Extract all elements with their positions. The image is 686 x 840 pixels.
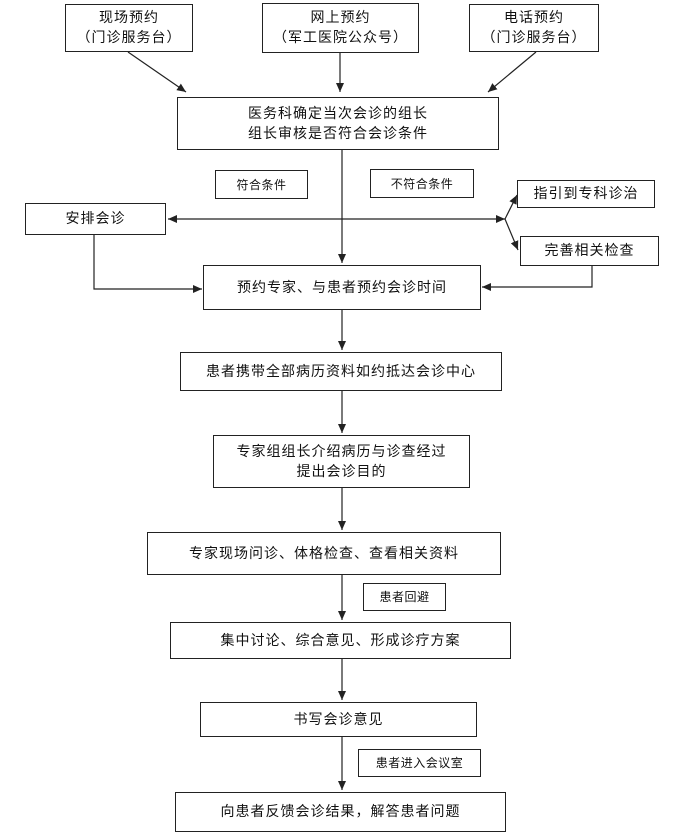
review-line-2: 组长审核是否符合会诊条件 xyxy=(248,125,428,142)
online-booking-sub: （军工医院公众号） xyxy=(273,30,408,46)
write-opinion-box: 书写会诊意见 xyxy=(200,702,477,737)
patient-avoid-label: 患者回避 xyxy=(363,583,446,611)
online-booking-box: 网上预约 （军工医院公众号） xyxy=(262,3,419,53)
patient-arrive-box: 患者携带全部病历资料如约抵达会诊中心 xyxy=(180,352,502,391)
arrow-arrange-to-book xyxy=(93,235,202,293)
phone-booking-sub: （门诊服务台） xyxy=(481,30,587,46)
refer-specialist-box: 指引到专科诊治 xyxy=(517,180,655,208)
arrow-to-complete xyxy=(504,218,519,251)
review-box: 医务科确定当次会诊的组长 组长审核是否符合会诊条件 xyxy=(177,97,499,150)
book-experts-box: 预约专家、与患者预约会诊时间 xyxy=(203,265,481,310)
discussion-box: 集中讨论、综合意见、形成诊疗方案 xyxy=(170,622,511,659)
onsite-exam-box: 专家现场问诊、体格检查、查看相关资料 xyxy=(147,532,501,575)
qualified-label: 符合条件 xyxy=(215,170,308,199)
feedback-box: 向患者反馈会诊结果，解答患者问题 xyxy=(175,792,506,832)
leader-intro-line-2: 提出会诊目的 xyxy=(296,463,387,480)
arrow-onsite-to-review xyxy=(127,51,187,93)
leader-intro-box: 专家组组长介绍病历与诊查经过 提出会诊目的 xyxy=(213,435,470,488)
onsite-booking-sub: （门诊服务台） xyxy=(76,30,182,46)
not-qualified-label: 不符合条件 xyxy=(370,169,474,198)
online-booking-title: 网上预约 xyxy=(310,10,371,26)
arrange-consultation-box: 安排会诊 xyxy=(25,203,166,235)
phone-booking-box: 电话预约 （门诊服务台） xyxy=(469,4,599,52)
onsite-booking-box: 现场预约 （门诊服务台） xyxy=(65,4,193,52)
onsite-booking-title: 现场预约 xyxy=(99,10,159,26)
leader-intro-line-1: 专家组组长介绍病历与诊查经过 xyxy=(236,443,447,460)
patient-enter-label: 患者进入会议室 xyxy=(358,749,481,777)
arrow-phone-to-review xyxy=(487,51,537,93)
complete-tests-box: 完善相关检查 xyxy=(520,236,659,266)
arrow-to-refer xyxy=(504,194,518,220)
review-line-1: 医务科确定当次会诊的组长 xyxy=(248,105,428,122)
phone-booking-title: 电话预约 xyxy=(504,10,564,26)
arrow-complete-to-book xyxy=(482,266,593,291)
